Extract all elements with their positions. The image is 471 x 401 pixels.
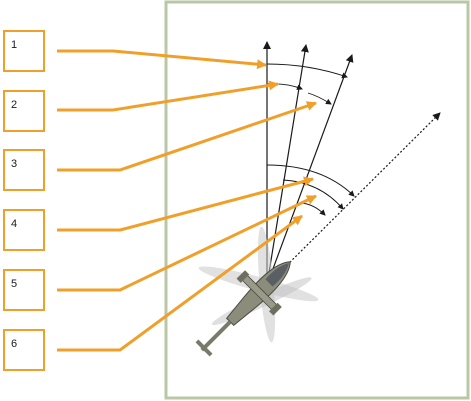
callout-6: 6 xyxy=(3,329,45,371)
callout-label: 6 xyxy=(11,338,17,350)
helicopter-icon xyxy=(195,226,319,357)
leader-2 xyxy=(57,80,279,112)
arc-4 xyxy=(266,164,355,197)
callout-label: 2 xyxy=(11,99,17,111)
callout-label: 5 xyxy=(11,278,17,290)
arc-1 xyxy=(266,63,348,79)
callout-5: 5 xyxy=(3,269,45,311)
leader-4 xyxy=(57,176,314,232)
callout-leaders xyxy=(57,49,317,352)
arc-5 xyxy=(282,179,344,210)
view-frame xyxy=(164,0,470,400)
leader-6 xyxy=(57,214,303,352)
callout-label: 4 xyxy=(11,218,17,230)
callout-label: 3 xyxy=(11,158,17,170)
leader-5 xyxy=(57,194,317,292)
arc-3 xyxy=(307,92,332,105)
leader-3 xyxy=(57,101,317,172)
vector-3 xyxy=(266,54,354,286)
callout-1: 1 xyxy=(3,30,45,72)
callout-label: 1 xyxy=(11,39,17,51)
leader-1 xyxy=(57,49,267,70)
angle-arcs xyxy=(266,63,355,216)
callout-2: 2 xyxy=(3,90,45,132)
callout-3: 3 xyxy=(3,149,45,191)
vector-heading xyxy=(266,112,441,286)
callout-4: 4 xyxy=(3,209,45,251)
